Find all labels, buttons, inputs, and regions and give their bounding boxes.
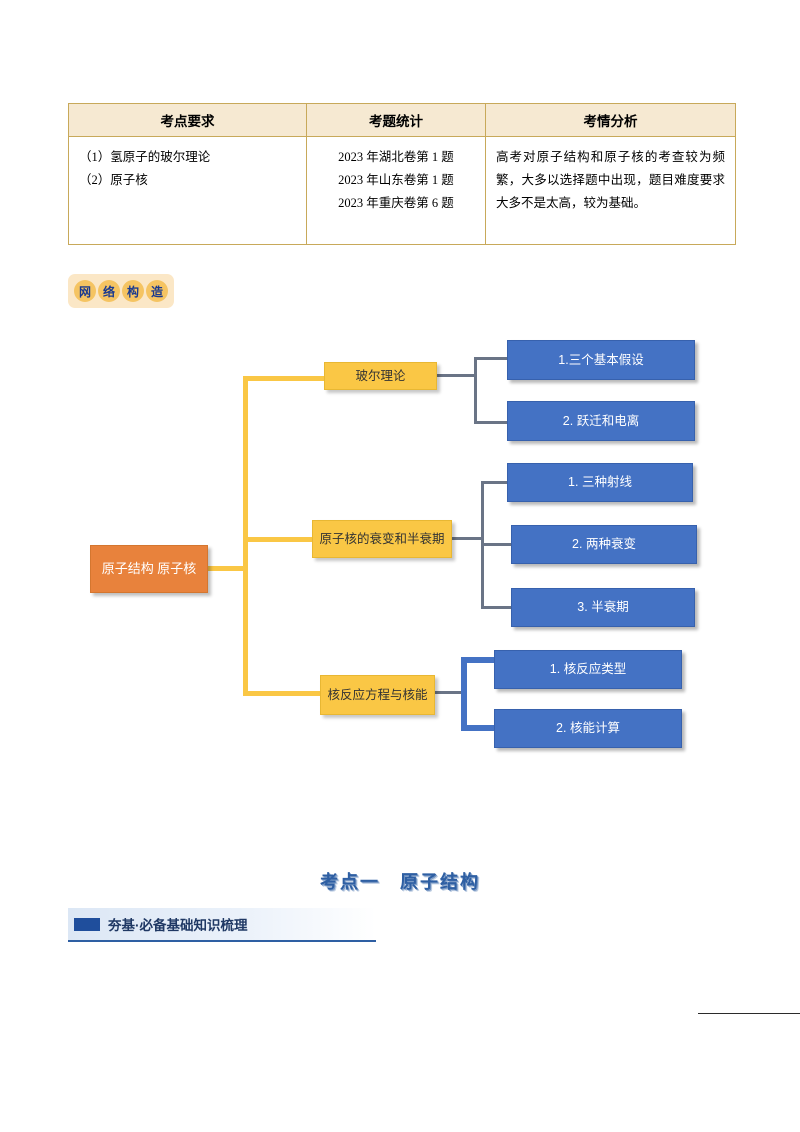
cell-statistics: 2023 年湖北卷第 1 题 2023 年山东卷第 1 题 2023 年重庆卷第…: [306, 136, 486, 245]
statistic-item-3: 2023 年重庆卷第 6 题: [338, 196, 454, 211]
badge-char-1: 网: [74, 280, 96, 302]
mindmap-branch-node-1[interactable]: 玻尔理论: [324, 362, 437, 390]
subsection-banner: 夯基·必备基础知识梳理: [68, 908, 376, 942]
badge-char-3: 构: [122, 280, 144, 302]
connector-branch1-stem: [437, 374, 475, 377]
mindmap-leaf-node-2-2[interactable]: 2. 两种衰变: [511, 525, 697, 564]
mindmap-leaf-node-2-1[interactable]: 1. 三种射线: [507, 463, 693, 502]
connector-branch1-leaf1: [474, 357, 507, 360]
banner-marker-icon: [74, 917, 100, 931]
table-header-analysis: 考情分析: [485, 103, 736, 137]
connector-branch2-leaf1: [481, 481, 509, 484]
connector-branch1-bar: [474, 357, 477, 424]
requirement-item-2: （2）原子核: [79, 173, 148, 188]
table-row: （1）氢原子的玻尔理论 （2）原子核 2023 年湖北卷第 1 题 2023 年…: [68, 136, 736, 245]
badge-char-2: 络: [98, 280, 120, 302]
connector-to-branch-1: [243, 376, 326, 381]
section-title-text: 考点一 原子结构: [320, 872, 480, 892]
badge-char-4: 造: [146, 280, 168, 302]
connector-branch3-bar: [461, 657, 467, 731]
network-structure-badge: 网 络 构 造: [68, 274, 174, 308]
mindmap-leaf-node-1-2[interactable]: 2. 跃迁和电离: [507, 401, 695, 441]
connector-spine: [243, 376, 248, 695]
mindmap-root-node[interactable]: 原子结构 原子核: [90, 545, 208, 593]
statistic-item-2: 2023 年山东卷第 1 题: [338, 173, 454, 188]
connector-branch2-leaf3: [481, 606, 513, 609]
connector-branch2-leaf2: [481, 543, 513, 546]
connector-to-branch-2: [243, 537, 314, 542]
connector-branch3-leaf1: [461, 657, 494, 663]
horizontal-rule: [698, 1013, 800, 1014]
cell-requirements: （1）氢原子的玻尔理论 （2）原子核: [68, 136, 307, 245]
analysis-text: 高考对原子结构和原子核的考查较为频繁，大多以选择题中出现，题目难度要求大多不是太…: [496, 150, 725, 211]
section-title: 考点一 原子结构: [0, 868, 800, 894]
statistic-item-1: 2023 年湖北卷第 1 题: [338, 150, 454, 164]
requirement-item-1: （1）氢原子的玻尔理论: [79, 150, 211, 164]
mindmap-leaf-node-1-1[interactable]: 1.三个基本假设: [507, 340, 695, 380]
table-header-statistics: 考题统计: [306, 103, 486, 137]
cell-analysis: 高考对原子结构和原子核的考查较为频繁，大多以选择题中出现，题目难度要求大多不是太…: [485, 136, 736, 245]
connector-branch1-leaf2: [474, 421, 507, 424]
mindmap-leaf-node-2-3[interactable]: 3. 半衰期: [511, 588, 695, 627]
connector-branch3-leaf2: [461, 725, 494, 731]
connector-to-branch-3: [243, 691, 322, 696]
connector-branch3-stem: [435, 691, 463, 694]
connector-root: [208, 566, 246, 571]
subsection-title: 夯基·必备基础知识梳理: [108, 918, 248, 933]
exam-summary-table: 考点要求 考题统计 考情分析 （1）氢原子的玻尔理论 （2）原子核 2023 年…: [68, 103, 736, 245]
table-header-requirements: 考点要求: [68, 103, 307, 137]
mindmap-leaf-node-3-2[interactable]: 2. 核能计算: [494, 709, 682, 748]
connector-branch2-stem: [452, 537, 483, 540]
mindmap-branch-node-3[interactable]: 核反应方程与核能: [320, 675, 435, 715]
table-header-row: 考点要求 考题统计 考情分析: [68, 103, 736, 137]
mind-map: 原子结构 原子核 玻尔理论 原子核的衰变和半衰期 核反应方程与核能 1.三个基本…: [0, 320, 800, 770]
mindmap-leaf-node-3-1[interactable]: 1. 核反应类型: [494, 650, 682, 689]
mindmap-branch-node-2[interactable]: 原子核的衰变和半衰期: [312, 520, 452, 558]
